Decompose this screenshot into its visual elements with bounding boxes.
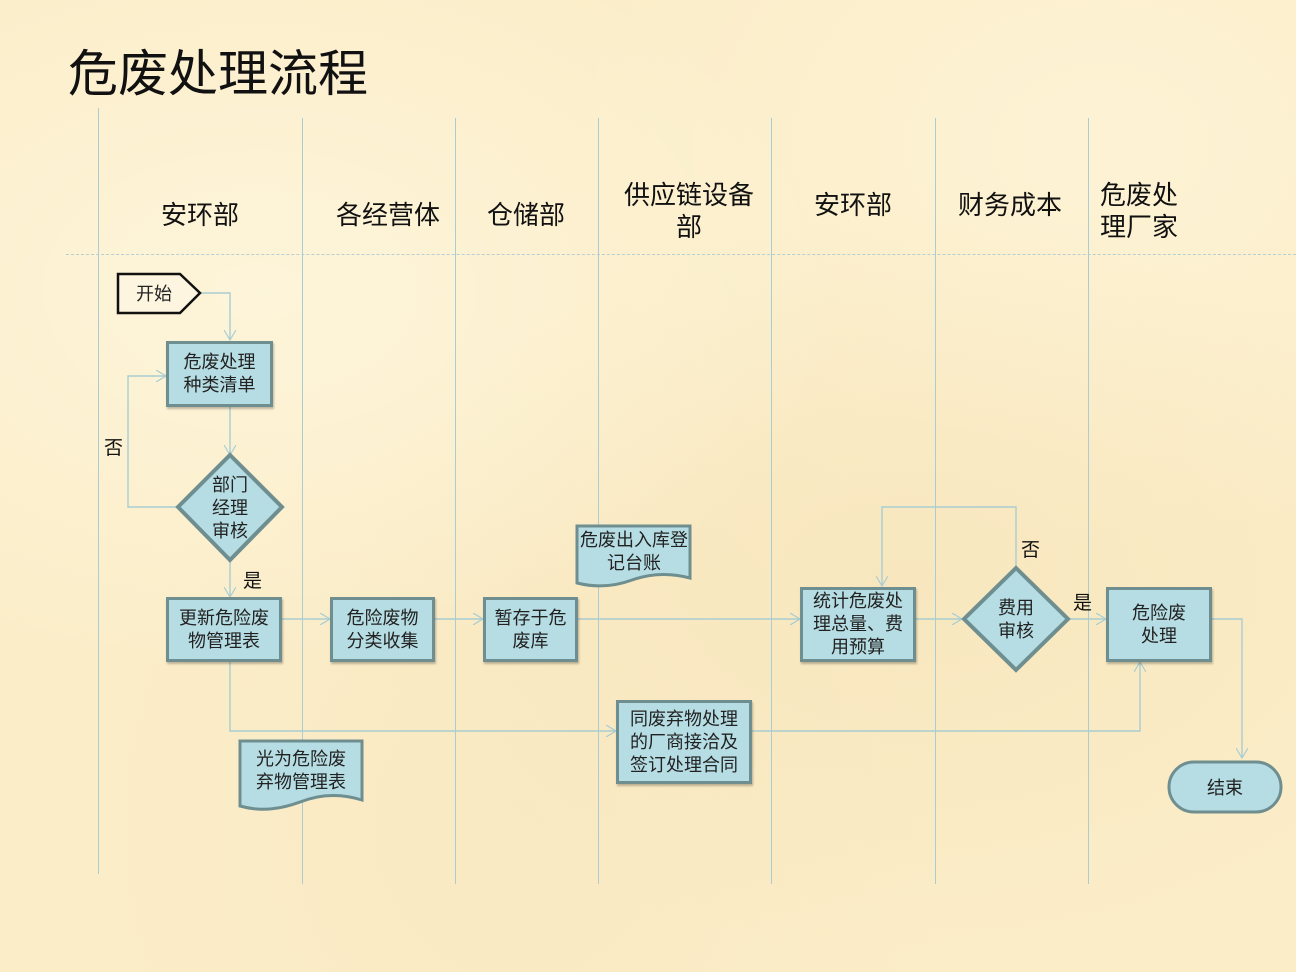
lane-header-finance: 财务成本: [957, 191, 1062, 221]
hazard-list-node: 危废处理种类清单: [166, 341, 273, 407]
lane-divider: [98, 108, 99, 874]
lane-divider: [1088, 118, 1089, 884]
page-title: 危废处理流程: [68, 45, 368, 103]
update-table-node: 更新危险废物管理表: [166, 597, 282, 662]
lane-divider: [598, 118, 599, 884]
lane-header-supply-chain: 供应链设备部: [623, 181, 754, 243]
lane-divider: [771, 118, 772, 884]
cost-review-decision: 费用审核: [998, 598, 1034, 642]
lane-divider: [935, 118, 936, 884]
mgmt-table-document: 光为危险废弃物管理表: [256, 749, 346, 793]
lane-header-safety-env-2: 安环部: [813, 191, 892, 221]
manager-review-decision: 部门经理审核: [212, 474, 248, 542]
lane-divider: [455, 118, 456, 884]
no-label-cost: 否: [1021, 539, 1041, 561]
lane-header-safety-env: 安环部: [160, 201, 239, 231]
temp-storage-node: 暂存于危废库: [483, 597, 578, 662]
lane-divider: [302, 118, 303, 884]
inout-ledger-document: 危废出入库登记台账: [580, 530, 688, 574]
contract-node: 同废弃物处理的厂商接洽及签订处理合同: [616, 700, 752, 784]
lane-header-business-units: 各经营体: [335, 201, 440, 231]
yes-label-cost: 是: [1073, 592, 1093, 614]
end-node: 结束: [1207, 777, 1243, 799]
lane-header-warehouse: 仓储部: [486, 201, 565, 231]
header-separator: [66, 254, 1296, 255]
classify-collect-node: 危险废物分类收集: [330, 597, 435, 662]
hazard-process-node: 危险废处理: [1106, 587, 1212, 662]
no-label-manager: 否: [104, 437, 124, 459]
yes-label-manager: 是: [243, 570, 263, 592]
lane-header-vendor: 危废处理厂家: [1100, 181, 1179, 243]
start-shape: [116, 272, 202, 315]
start-node: 开始: [136, 283, 172, 305]
stats-budget-node: 统计危废处理总量、费用预算: [800, 587, 916, 662]
